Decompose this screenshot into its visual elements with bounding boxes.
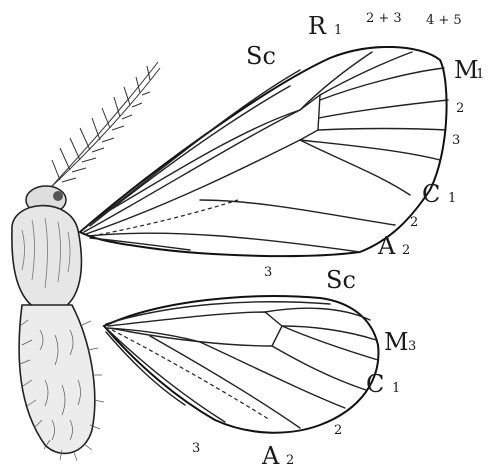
label-fw-sc: Sc — [246, 42, 276, 70]
label-fw-cu2: 2 — [410, 215, 418, 230]
moth-body — [12, 62, 160, 461]
label-fw-m2: 2 — [456, 101, 464, 116]
hindwing-outline — [104, 296, 378, 433]
label-fw-r1: R — [308, 12, 327, 40]
antenna — [48, 62, 160, 190]
hindwing — [104, 296, 378, 433]
label-fw-m3: 3 — [452, 133, 460, 148]
label-fw-a2-sub: 2 — [402, 243, 410, 258]
label-fw-a3: 3 — [264, 265, 272, 280]
thorax — [12, 206, 82, 312]
label-hw-a2: A — [261, 442, 280, 470]
label-hw-sc: Sc — [326, 266, 356, 294]
label-hw-a2-sub: 2 — [286, 453, 294, 468]
label-fw-m1-sub: 1 — [476, 67, 484, 82]
label-fw-m1: M — [454, 56, 479, 84]
forewing — [80, 47, 448, 256]
label-hw-cu1-sub: 1 — [392, 381, 400, 396]
label-fw-r1-sub: 1 — [334, 23, 342, 38]
label-fw-a2: A — [377, 232, 396, 260]
label-fw-cu1: C — [422, 180, 440, 208]
eye — [53, 191, 63, 201]
label-fw-cu1-sub: 1 — [448, 191, 456, 206]
label-fw-r23: 2 + 3 — [366, 11, 402, 26]
label-fw-r45: 4 + 5 — [426, 13, 462, 28]
label-hw-cu2: 2 — [334, 423, 342, 438]
label-hw-cu1: C — [366, 370, 384, 398]
label-hw-m3: M — [384, 328, 409, 356]
label-hw-m3-sub: 3 — [408, 339, 416, 354]
label-hw-a3: 3 — [192, 441, 200, 456]
abdomen — [19, 305, 95, 453]
